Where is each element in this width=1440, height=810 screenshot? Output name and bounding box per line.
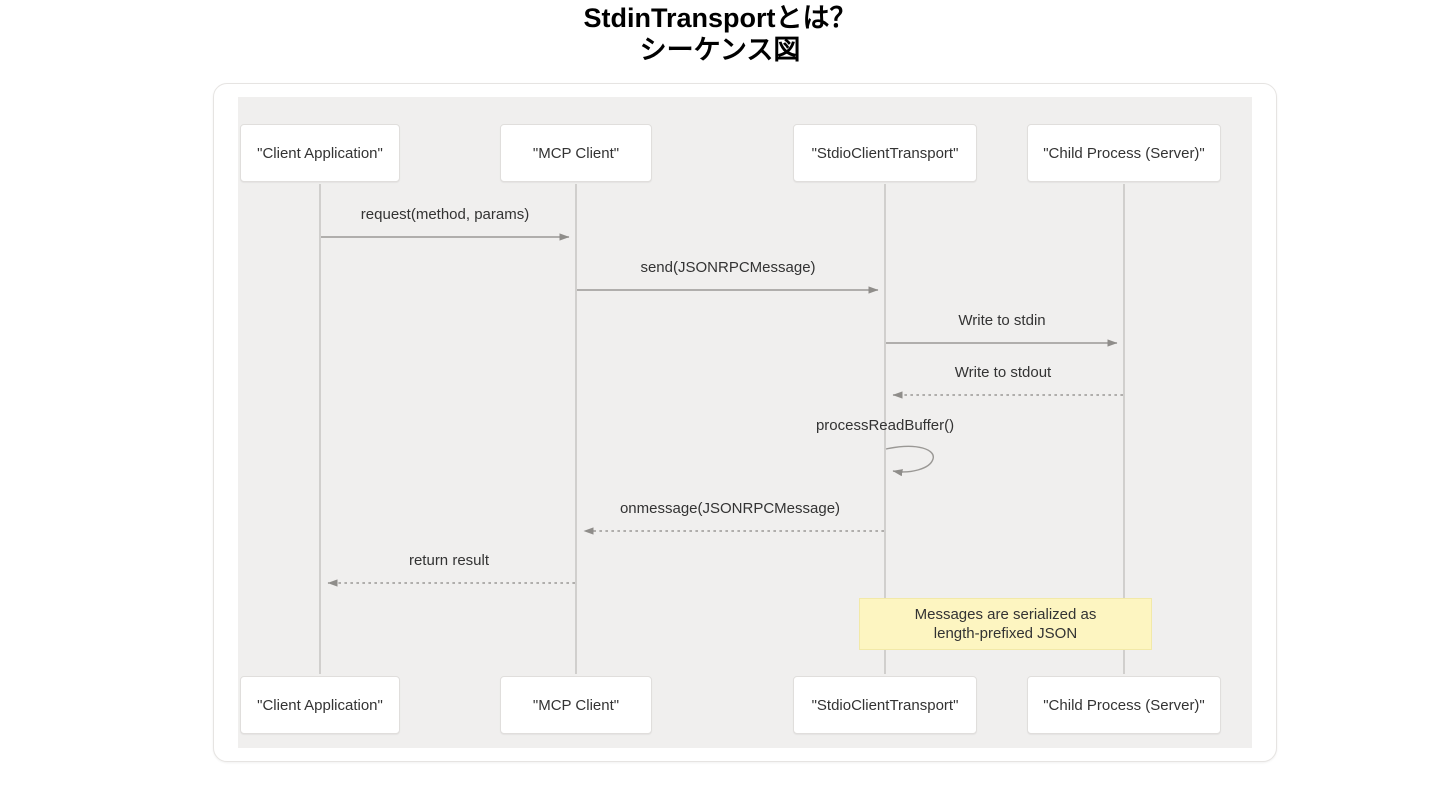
- title-line-1: StdinTransportとは？: [583, 3, 857, 33]
- message-label-write-to-stdout: Write to stdout: [954, 364, 1052, 381]
- participant-label: "Client Application": [257, 696, 383, 714]
- participant-label: "Client Application": [257, 144, 383, 162]
- participant-label: "Child Process (Server)": [1043, 144, 1205, 162]
- participant-top-stdio-client-transport[interactable]: "StdioClientTransport": [793, 124, 977, 182]
- diagram-title: StdinTransportとは？ シーケンス図: [0, 0, 1440, 66]
- diagram-panel: [238, 97, 1252, 748]
- participant-top-child-process-server[interactable]: "Child Process (Server)": [1027, 124, 1221, 182]
- participant-label: "Child Process (Server)": [1043, 696, 1205, 714]
- note-line-1: Messages are serialized as: [914, 606, 1097, 623]
- message-label-process-read-buffer: processReadBuffer(): [815, 417, 955, 434]
- participant-label: "MCP Client": [532, 696, 620, 714]
- message-label-return-result: return result: [408, 552, 490, 569]
- message-label-send: send(JSONRPCMessage): [640, 259, 816, 276]
- participant-bottom-stdio-client-transport[interactable]: "StdioClientTransport": [793, 676, 977, 734]
- participant-top-mcp-client[interactable]: "MCP Client": [500, 124, 652, 182]
- note-serialization: Messages are serialized as length-prefix…: [859, 598, 1152, 650]
- participant-bottom-mcp-client[interactable]: "MCP Client": [500, 676, 652, 734]
- participant-label: "StdioClientTransport": [811, 144, 959, 162]
- note-line-2: length-prefixed JSON: [933, 625, 1078, 642]
- participant-label: "StdioClientTransport": [811, 696, 959, 714]
- participant-bottom-client-application[interactable]: "Client Application": [240, 676, 400, 734]
- participant-bottom-child-process-server[interactable]: "Child Process (Server)": [1027, 676, 1221, 734]
- message-label-request: request(method, params): [360, 206, 530, 223]
- message-label-write-to-stdin: Write to stdin: [958, 312, 1046, 329]
- participant-top-client-application[interactable]: "Client Application": [240, 124, 400, 182]
- message-label-onmessage: onmessage(JSONRPCMessage): [619, 500, 841, 517]
- title-line-2: シーケンス図: [639, 35, 801, 65]
- participant-label: "MCP Client": [532, 144, 620, 162]
